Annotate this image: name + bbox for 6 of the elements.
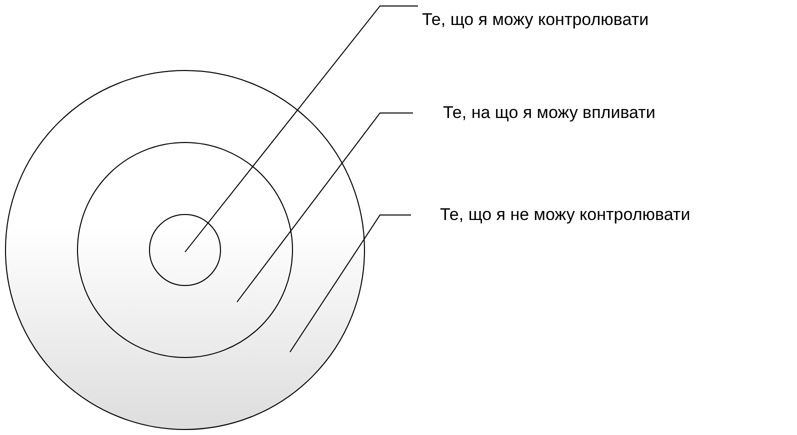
leader-line — [290, 214, 412, 352]
leader-label: Те, що я не можу контролювати — [440, 205, 690, 225]
leader-label: Те, на що я можу впливати — [443, 103, 656, 123]
leader-label: Те, що я можу контролювати — [422, 10, 649, 30]
leader-line — [184, 6, 418, 252]
leader-line — [236, 112, 414, 302]
